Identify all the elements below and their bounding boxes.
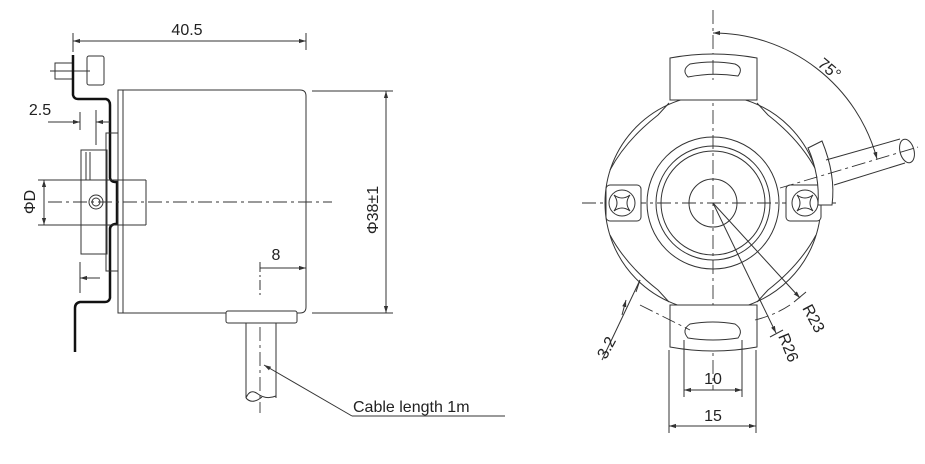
body-diameter-dimension: Φ38±1 bbox=[312, 90, 393, 314]
shaft-diameter-dimension: ΦD bbox=[22, 180, 47, 225]
slot-length-dimension: 10 bbox=[683, 340, 743, 397]
flange-offset-label: 2.5 bbox=[29, 102, 51, 119]
tab-width-dimension: 15 bbox=[668, 350, 757, 433]
screw-right bbox=[785, 184, 822, 222]
top-tab bbox=[669, 53, 758, 101]
slot-width-label: 3.2 bbox=[595, 334, 620, 362]
cable-offset-label: 8 bbox=[272, 247, 281, 264]
slot-width-dimension: 3.2 bbox=[595, 279, 641, 362]
screw-left bbox=[605, 184, 642, 222]
length-label: 40.5 bbox=[171, 22, 202, 39]
shaft-bore bbox=[688, 178, 738, 228]
body-diameter-label: Φ38±1 bbox=[365, 186, 382, 234]
shaft-diameter-label: ΦD bbox=[22, 190, 39, 214]
radius-inner-label: R23 bbox=[798, 302, 827, 336]
side-view: 40.5 bbox=[22, 22, 505, 417]
cable bbox=[225, 310, 298, 413]
bottom-slot bbox=[684, 321, 741, 341]
mounting-bracket bbox=[71, 55, 119, 352]
encoder-body bbox=[117, 89, 307, 314]
cable-length-note: Cable length 1m bbox=[263, 364, 505, 417]
cable-offset-dimension: 8 bbox=[259, 247, 306, 296]
cable-angle-label: 75° bbox=[814, 55, 843, 84]
radius-outer-label: R26 bbox=[774, 331, 801, 365]
flange-offset-dimension: 2.5 bbox=[29, 102, 110, 145]
front-view: 75° R23 R26 3.2 10 bbox=[582, 10, 919, 433]
cable-note-label: Cable length 1m bbox=[353, 399, 470, 416]
mounting-screw bbox=[50, 55, 105, 86]
tab-width-label: 15 bbox=[704, 408, 722, 425]
bottom-tab bbox=[669, 304, 758, 352]
slot-length-label: 10 bbox=[704, 371, 722, 388]
length-dimension: 40.5 bbox=[72, 22, 307, 52]
